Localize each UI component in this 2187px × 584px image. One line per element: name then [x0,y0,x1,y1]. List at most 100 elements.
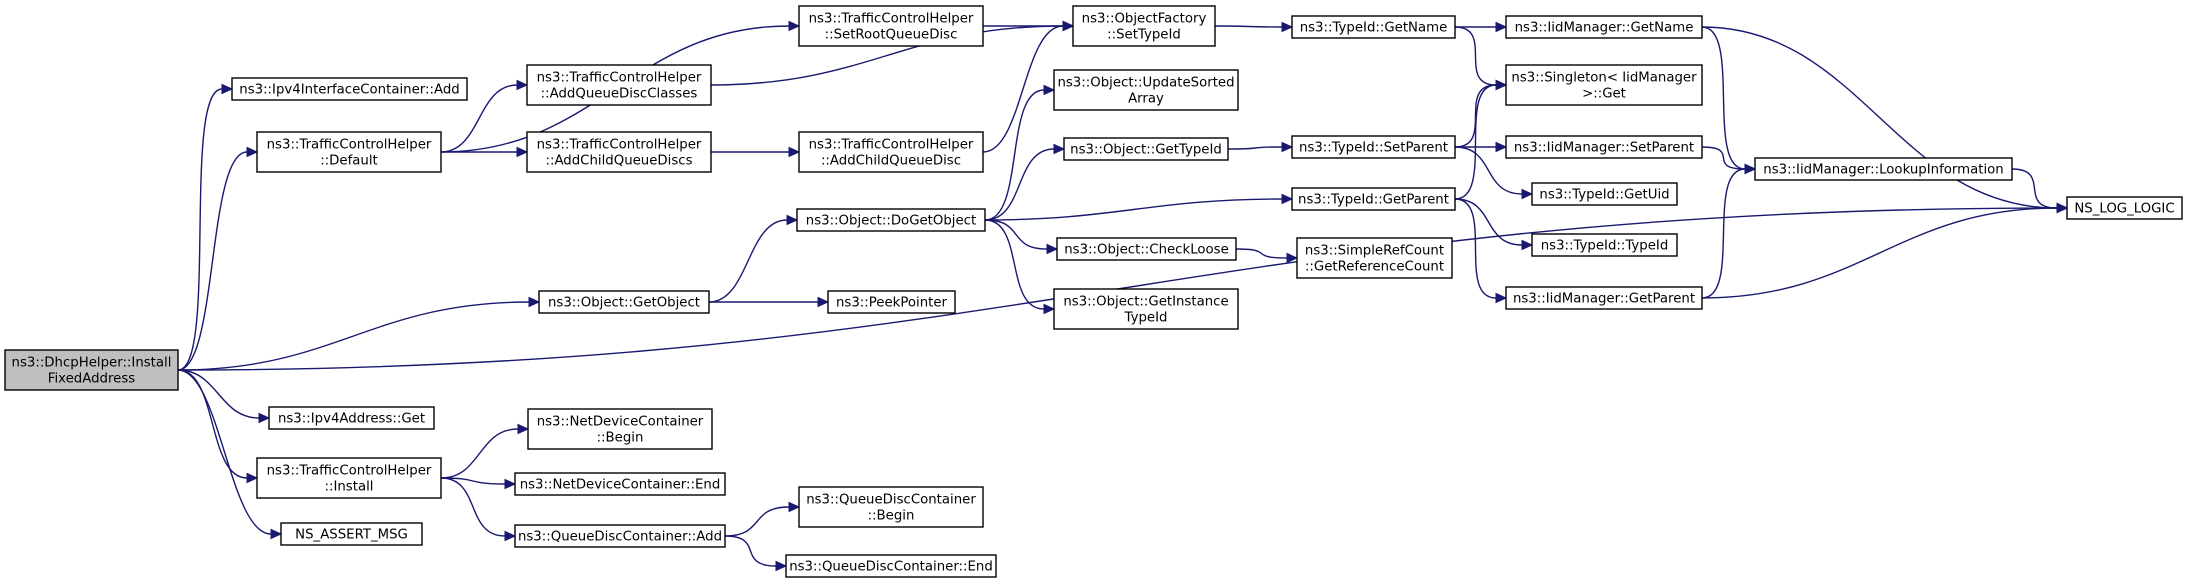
call-edge [982,20,1075,153]
call-edge [1235,248,1299,264]
function-node-label: ns3::TrafficControlHelper [267,464,432,479]
function-nodes: ns3::DhcpHelper::InstallFixedAddressns3:… [4,5,2183,578]
call-edge [177,369,271,424]
function-node-tch-install[interactable]: ns3::TrafficControlHelper::Install [256,457,442,499]
call-edge [1701,202,2069,299]
function-node-label: ::SetTypeId [1107,28,1181,43]
function-node-label: ns3::DhcpHelper::Install [12,356,172,371]
function-node-singleton-get[interactable]: ns3::Singleton< IidManager >::Get [1505,64,1703,106]
function-node-tch-default[interactable]: ns3::TrafficControlHelper::Default [256,131,442,173]
function-node-label: ns3::TrafficControlHelper [537,138,702,153]
call-edge [1701,163,1757,299]
function-node-obj-gettypeid[interactable]: ns3::Object::GetTypeId [1063,137,1229,161]
function-node-ipv4addr-get[interactable]: ns3::Ipv4Address::Get [268,406,435,430]
function-node-ipv4ic-add[interactable]: ns3::Ipv4InterfaceContainer::Add [231,77,468,101]
function-node-label: ns3::NetDeviceContainer::End [520,478,721,493]
call-edge [440,79,529,153]
function-node-obj-getobject[interactable]: ns3::Object::GetObject [538,290,710,314]
function-node-tch-setroot[interactable]: ns3::TrafficControlHelper::SetRootQueueD… [798,5,984,47]
call-edge [177,296,541,371]
call-edge [177,146,259,371]
function-node-label: ns3::PeekPointer [836,296,948,311]
function-node-obj-dogetobject[interactable]: ns3::Object::DoGetObject [796,208,986,232]
function-node-label: ::GetReferenceCount [1305,260,1444,275]
function-node-qdc-begin[interactable]: ns3::QueueDiscContainer::Begin [798,486,984,528]
call-edge [1701,26,1757,175]
function-node-label: >::Get [1582,87,1626,102]
function-node-label: ns3::Object::DoGetObject [806,214,976,229]
function-node-label: ns3::TrafficControlHelper [809,12,974,27]
call-edge [177,369,259,484]
function-node-typeid-setparent[interactable]: ns3::TypeId::SetParent [1291,135,1456,159]
function-node-label: ns3::Object::CheckLoose [1064,243,1229,258]
function-node-typeid-typeid[interactable]: ns3::TypeId::TypeId [1531,233,1678,257]
function-node-label: ::Install [325,480,374,495]
function-node-label: ns3::Ipv4Address::Get [278,412,425,427]
function-node-ns-log-logic[interactable]: NS_LOG_LOGIC [2066,196,2183,220]
call-edge [984,219,1059,255]
function-node-of-settypeid[interactable]: ns3::ObjectFactory::SetTypeId [1072,5,1216,47]
call-edge [1454,26,1508,91]
function-node-ns-assert[interactable]: NS_ASSERT_MSG [280,522,423,546]
call-edge [1454,198,1534,251]
call-edge [724,535,788,572]
function-node-tch-addqdc[interactable]: ns3::TrafficControlHelper::AddQueueDiscC… [526,64,712,106]
function-node-label: ns3::IidManager::LookupInformation [1763,163,2003,178]
function-node-label: ::Begin [868,509,915,524]
function-node-iid-setparent[interactable]: ns3::IidManager::SetParent [1505,135,1703,159]
function-node-iid-getparent[interactable]: ns3::IidManager::GetParent [1505,286,1703,310]
call-edge [710,146,801,158]
function-node-label: Array [1128,92,1164,107]
function-node-obj-checkloose[interactable]: ns3::Object::CheckLoose [1056,237,1237,261]
function-node-label: ns3::Object::GetInstance [1063,295,1228,310]
call-edge [1454,146,1534,200]
call-edge [440,477,517,542]
function-node-typeid-getname[interactable]: ns3::TypeId::GetName [1291,15,1456,39]
call-edge [1701,26,2069,214]
call-edges [177,20,2069,572]
call-edge [1454,79,1508,148]
call-edge [440,423,530,479]
function-node-label: NS_ASSERT_MSG [295,528,408,543]
function-node-label: ns3::TrafficControlHelper [809,138,974,153]
function-node-qdc-end[interactable]: ns3::QueueDiscContainer::End [785,554,997,578]
function-node-label: ns3::TrafficControlHelper [537,71,702,86]
function-node-ndc-end[interactable]: ns3::NetDeviceContainer::End [514,472,726,496]
function-node-label: ns3::ObjectFactory [1082,12,1207,27]
function-node-label: ns3::TypeId::GetUid [1539,188,1669,203]
function-node-peekpointer[interactable]: ns3::PeekPointer [827,290,956,314]
function-node-label: ::AddChildQueueDisc [821,154,961,169]
function-node-qdc-add[interactable]: ns3::QueueDiscContainer::Add [514,524,726,548]
call-edge [708,214,799,303]
function-node-label: ::AddChildQueueDiscs [545,154,692,169]
function-node-label: ns3::NetDeviceContainer [537,415,704,430]
function-node-iid-lookup[interactable]: ns3::IidManager::LookupInformation [1754,157,2013,181]
function-node-src-getrefcount[interactable]: ns3::SimpleRefCount::GetReferenceCount [1296,237,1453,279]
function-node-typeid-getparent[interactable]: ns3::TypeId::GetParent [1291,187,1456,211]
call-edge [2011,168,2069,214]
function-node-label: NS_LOG_LOGIC [2074,202,2174,217]
function-node-label: ns3::TypeId::GetName [1300,21,1448,36]
call-edge [1454,79,1508,200]
function-node-label: ns3::TrafficControlHelper [267,138,432,153]
function-node-label: ns3::Object::UpdateSorted [1057,76,1234,91]
function-node-tch-addchild[interactable]: ns3::TrafficControlHelper::AddChildQueue… [526,131,712,173]
call-edge [709,296,830,308]
function-node-label: ns3::Object::GetObject [548,296,700,311]
function-node-label: ns3::Object::GetTypeId [1070,143,1222,158]
function-node-iid-getname[interactable]: ns3::IidManager::GetName [1505,15,1703,39]
call-edge [984,84,1056,221]
function-node-tch-addchild2[interactable]: ns3::TrafficControlHelper::AddChildQueue… [798,131,984,173]
call-edge [1455,21,1508,33]
call-edge [177,83,234,371]
call-edge [177,202,2069,371]
function-node-label: TypeId [1124,311,1168,326]
call-edge [1454,198,1508,304]
function-node-label: ns3::IidManager::GetName [1515,21,1694,36]
call-edge [724,501,801,537]
function-node-ndc-begin[interactable]: ns3::NetDeviceContainer::Begin [527,408,713,450]
function-node-typeid-getuid[interactable]: ns3::TypeId::GetUid [1531,182,1678,206]
